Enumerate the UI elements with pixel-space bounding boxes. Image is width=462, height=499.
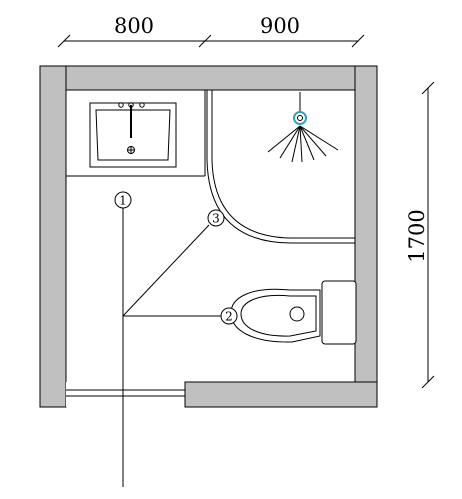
callout-2-label: 2 (225, 310, 233, 324)
basin-inner (95, 109, 171, 161)
callout-1: 1 (114, 191, 132, 209)
dimension-label-1700: 1700 (405, 209, 429, 262)
wall-left (39, 65, 67, 408)
wall-right (354, 65, 378, 408)
shower-area (206, 90, 355, 244)
right-dimension-line (421, 81, 435, 389)
wall-top (39, 65, 378, 91)
callout-2: 2 (220, 307, 238, 325)
callout-3-label: 3 (212, 212, 220, 226)
leader-lines (122, 208, 222, 487)
dimension-label-800: 800 (114, 14, 154, 38)
toilet-tank (321, 280, 357, 345)
toilet-bowl-inner (240, 294, 317, 337)
washbasin (66, 90, 206, 177)
toilet (230, 280, 357, 345)
top-dimension-line (57, 34, 365, 48)
shower-screen-inner (206, 90, 355, 244)
dimension-label-900: 900 (260, 14, 300, 38)
callout-3: 3 (207, 209, 225, 227)
shower-screen-outer (211, 90, 355, 239)
shower-head-icon (267, 92, 339, 163)
faucet-handle-center (128, 102, 134, 108)
faucet-handle-right (139, 102, 145, 108)
basin-outer (89, 102, 177, 168)
door (66, 389, 185, 397)
wall-bottom (184, 381, 378, 408)
callout-1-label: 1 (119, 194, 127, 208)
leader-to-3 (122, 224, 210, 317)
faucet-handle-left (118, 102, 124, 108)
toilet-flush-button (289, 306, 305, 322)
